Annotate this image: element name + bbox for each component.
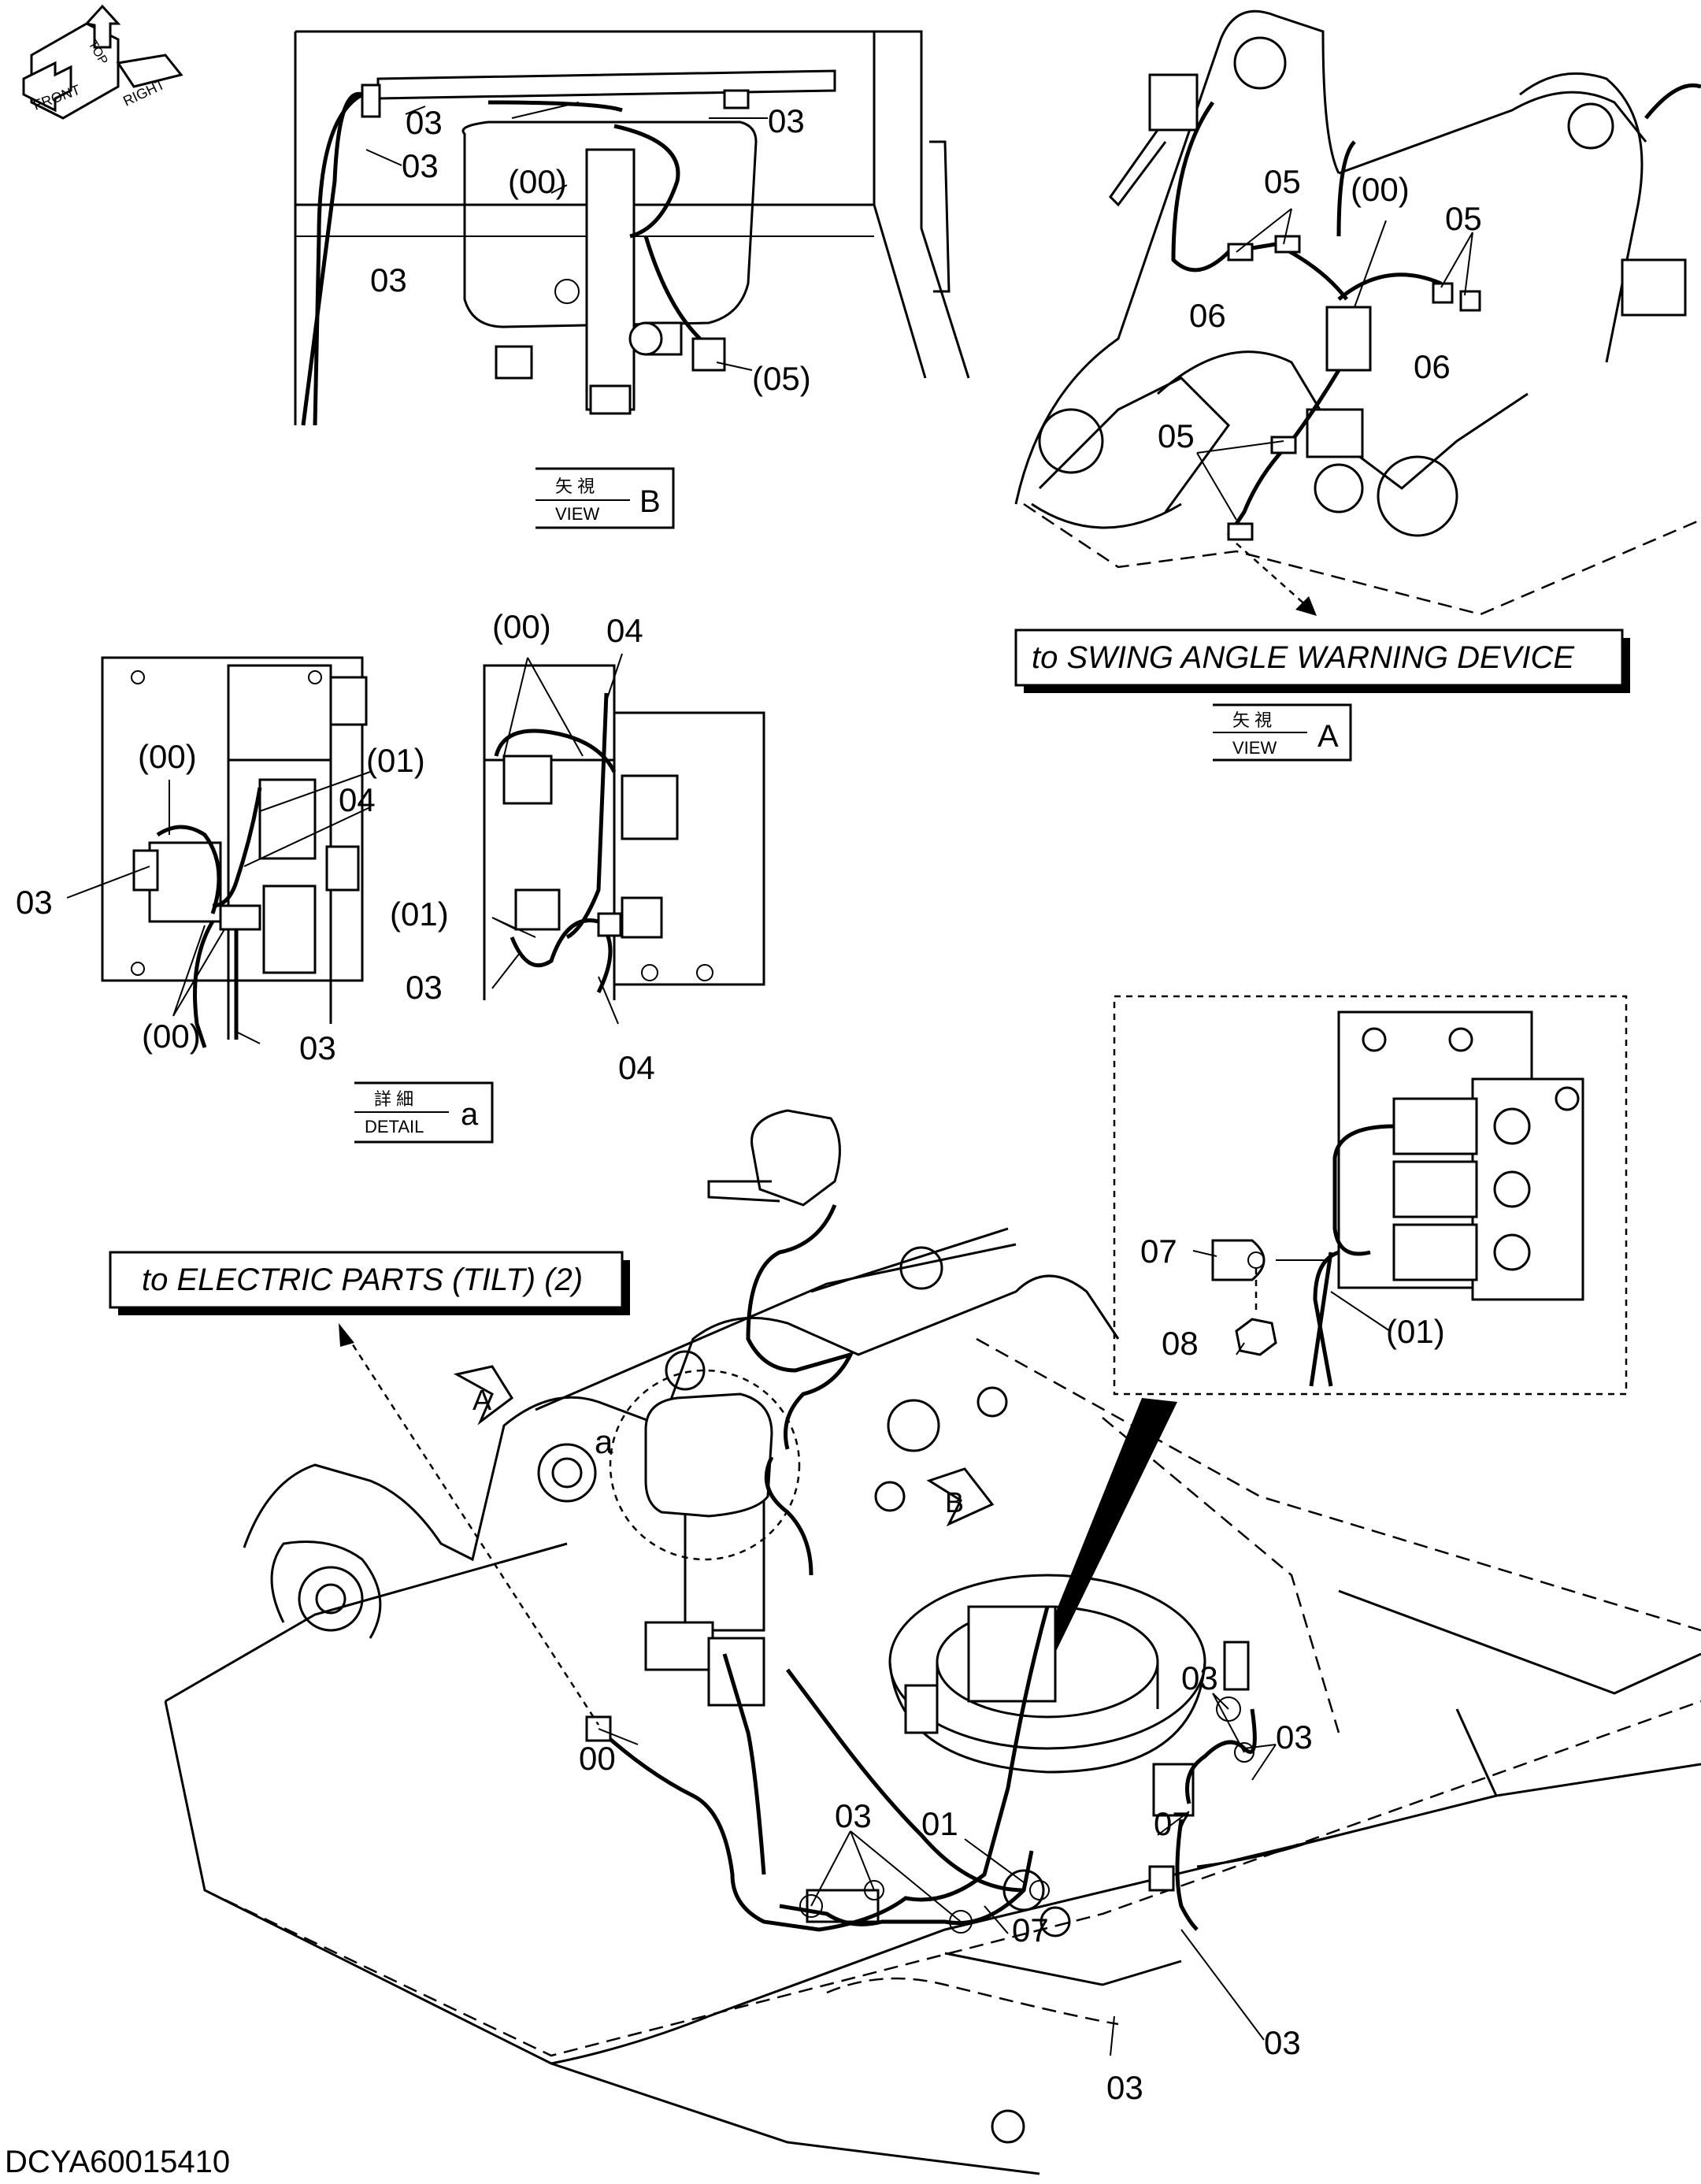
callout-label: 05 [1264, 163, 1301, 200]
detail-a-left-callouts: (00) (01) 04 03 (00) 03 [16, 738, 425, 1066]
callout-label: (00) [508, 163, 567, 200]
view-b-illustration [294, 30, 970, 426]
main-illustration [164, 1109, 1701, 2175]
callout-label: 03 [299, 1029, 336, 1066]
callout-label: 04 [618, 1049, 655, 1086]
view-label-en: DETAIL [365, 1117, 424, 1136]
detail-a-label: 詳 細 DETAIL a [354, 1081, 494, 1144]
detail-a-left-illustration [101, 656, 368, 1048]
view-a-callouts: 05 (00) 05 06 06 05 [1158, 163, 1482, 521]
callout-label: 03 [768, 102, 805, 139]
callout-label: 01 [921, 1805, 958, 1842]
view-b-callouts: 03 03 03 (00) 03 (05) [365, 102, 811, 397]
callout-label: 03 [406, 969, 443, 1006]
view-arrow-b: B [945, 1486, 964, 1518]
callout-label: 06 [1414, 348, 1451, 385]
callout-label: 03 [1264, 2024, 1301, 2061]
callout-label: 03 [402, 147, 439, 184]
callout-label: (00) [138, 738, 197, 775]
main-view-arrows: A B a [453, 1365, 995, 1527]
inset-detail [1113, 995, 1628, 1396]
callout-label: 03 [1276, 1719, 1313, 1756]
destination-label-swing: to SWING ANGLE WARNING DEVICE [1032, 640, 1575, 675]
orientation-compass-icon [22, 4, 183, 120]
callout-label: 00 [579, 1740, 616, 1777]
inset-pointer [1024, 1398, 1177, 1693]
callout-label: 03 [406, 104, 443, 141]
callout-label: 05 [1445, 200, 1482, 237]
orientation-compass: FRONT TOP RIGHT [22, 4, 183, 120]
main-callouts: 00 03 01 07 03 03 07 03 03 [579, 1659, 1313, 2106]
destination-label-electric: to ELECTRIC PARTS (TILT) (2) [142, 1263, 583, 1297]
callout-label: 07 [1012, 1911, 1049, 1949]
view-label-en: VIEW [1232, 738, 1277, 758]
view-label-letter: B [639, 484, 661, 519]
callout-label: (01) [366, 742, 425, 779]
view-label-jp: 矢 視 [555, 476, 595, 496]
callout-label: (05) [752, 360, 811, 397]
view-label-letter: A [1317, 719, 1339, 754]
callout-label: 08 [1162, 1325, 1199, 1362]
view-a-label: 矢 視 VIEW A [1213, 703, 1352, 762]
callout-label: 03 [1106, 2069, 1143, 2106]
callout-label: 04 [606, 612, 643, 649]
callout-label: (01) [1386, 1313, 1445, 1350]
electric-parts-destination: to ELECTRIC PARTS (TILT) (2) [109, 1251, 630, 1726]
callout-label: (00) [492, 608, 551, 645]
swing-warning-destination: to SWING ANGLE WARNING DEVICE [1014, 543, 1630, 693]
view-label-jp: 矢 視 [1232, 710, 1272, 730]
view-label-en: VIEW [555, 504, 599, 524]
view-b-label: 矢 視 VIEW B [536, 467, 675, 529]
detail-a-right-illustration [483, 664, 765, 1000]
callout-label: 05 [1158, 417, 1195, 454]
view-a-illustration [1014, 9, 1701, 616]
view-arrow-a: A [472, 1384, 491, 1416]
view-label-letter: a [461, 1097, 479, 1132]
callout-label: 03 [16, 884, 53, 921]
callout-label: 07 [1154, 1805, 1191, 1842]
callout-label: 06 [1189, 297, 1226, 334]
detail-marker-a: a [595, 1423, 613, 1460]
callout-label: 03 [1181, 1659, 1218, 1696]
callout-label: 03 [370, 261, 407, 298]
view-label-jp: 詳 細 [374, 1089, 413, 1109]
inset-callouts: 07 08 (01) [1140, 1233, 1445, 1362]
callout-label: 03 [835, 1797, 872, 1834]
callout-label: 07 [1140, 1233, 1177, 1270]
document-id: DCYA60015410 [5, 2145, 230, 2179]
detail-a-right-callouts: (00) 04 (01) 03 04 [390, 608, 655, 1086]
callout-label: (00) [142, 1018, 201, 1055]
callout-label: (01) [390, 895, 449, 933]
callout-label: (00) [1351, 171, 1410, 208]
callout-label: 04 [339, 781, 376, 818]
